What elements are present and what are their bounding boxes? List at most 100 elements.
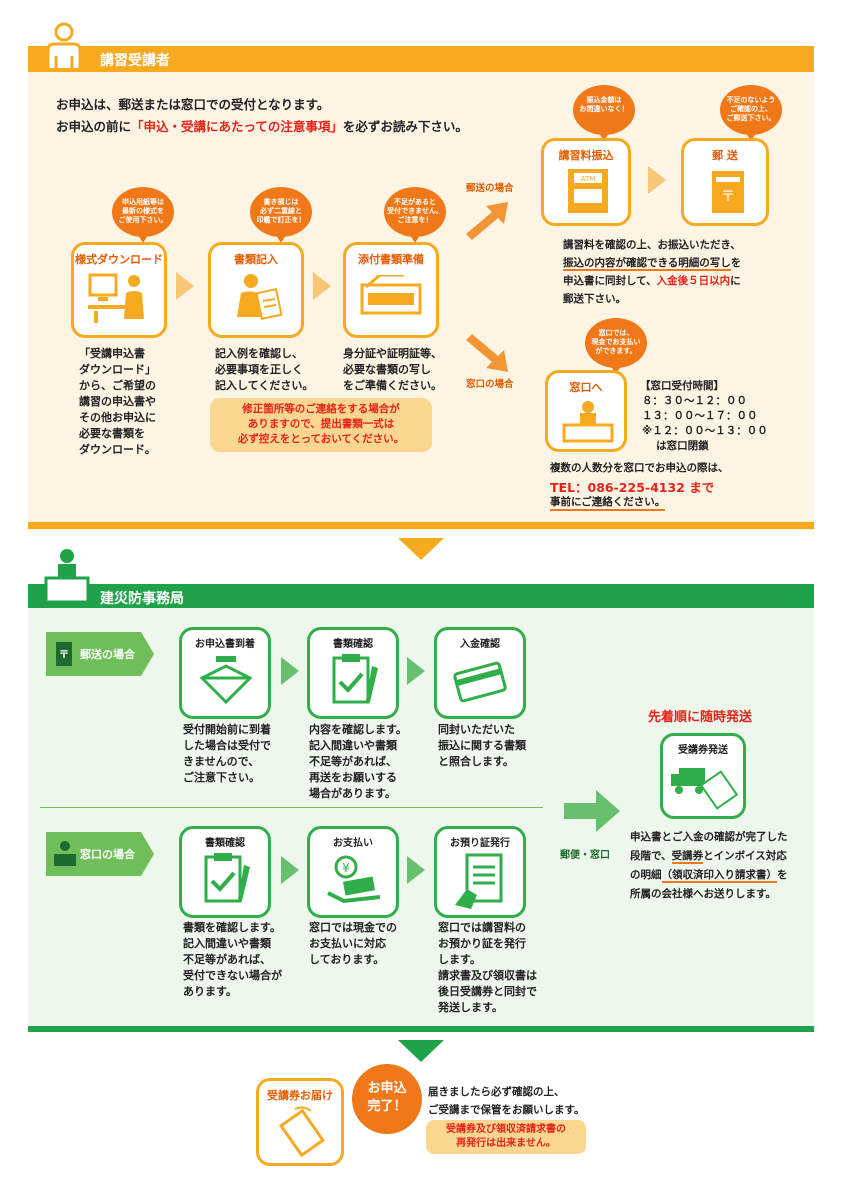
intro-line-1: お申込は、郵送または窓口での受付となります。: [56, 97, 330, 112]
intro-line-2: お申込の前に「申込・受講にあたっての注意事項」を必ずお読み下さい。: [56, 119, 468, 134]
arrival-box[interactable]: お申込書到着: [179, 627, 271, 719]
step-label: 郵 送: [712, 149, 738, 162]
final-text: 届きましたら必ず確認の上、 ご受講まで保管をお願いします。: [428, 1086, 585, 1116]
next-arrow: [281, 856, 299, 884]
phone-note: 事前にご連絡ください。: [550, 494, 666, 511]
section-divider: [28, 522, 814, 529]
fill-form-box[interactable]: 書類記入: [208, 242, 304, 338]
section-divider: [28, 1026, 814, 1032]
atm-icon: ATM: [568, 169, 608, 213]
section-header: [28, 584, 814, 608]
step-desc: 窓口では現金での お支払いに対応 しております。: [309, 921, 397, 966]
step-label: 窓口へ: [569, 381, 603, 394]
down-right-arrow-icon: [466, 334, 508, 372]
section-title: 講習受講者: [100, 53, 170, 69]
counter-icon: [54, 841, 76, 866]
checklist-icon: [204, 853, 250, 903]
doc-check-box[interactable]: 書類確認: [307, 627, 399, 719]
payment-check-box[interactable]: 入金確認: [434, 627, 526, 719]
step-label: 講習料振込: [558, 149, 614, 162]
doc-check-box[interactable]: 書類確認: [179, 826, 271, 918]
notice-link[interactable]: 「申込・受講にあたっての注意事項」: [131, 119, 343, 134]
ticket-delivered-box[interactable]: 受講券お届け: [256, 1078, 344, 1166]
notice-box: 修正箇所等のご連絡をする場合が ありますので、提出書類一式は 必ず控えをとってお…: [210, 398, 432, 452]
postbox-icon: 〒: [712, 171, 744, 213]
step-label: 書類記入: [234, 253, 278, 266]
step-label: 様式ダウンロード: [75, 253, 163, 266]
hours: ８：３０～１２：００ １３：００～１７：００ ※１２：００～１３：００ は窓口閉…: [642, 395, 768, 452]
tip-bubble: 申込用紙等は 最新の様式を ご使用下さい。: [112, 187, 174, 243]
next-arrow: [648, 166, 666, 194]
mail-tag: 〒 郵送の場合: [46, 632, 154, 676]
ticket-icon: [278, 1106, 326, 1158]
payment-box[interactable]: お支払い ¥: [307, 826, 399, 918]
step-label: 添付書類準備: [358, 253, 424, 266]
step-label: 受講券発送: [678, 745, 728, 756]
next-arrow: [313, 272, 331, 300]
step-desc: 「受講申込書 ダウンロード」 から、ご希望の 講習の申込書や その他お申込に 必…: [79, 347, 156, 456]
mail-box[interactable]: 郵 送 〒: [681, 138, 769, 226]
scanner-icon: [360, 275, 422, 315]
step-desc: 受付開始前に到着 した場合は受付で きませんので、 ご注意下さい。: [183, 723, 271, 784]
send-desc: 申込書とご入金の確認が完了した 段階で、受講券とインボイス対応 の明細（領収済印…: [630, 831, 788, 900]
step-desc: 同封いただいた 振込に関する書類 と照合します。: [438, 723, 526, 768]
window-tag: 窓口の場合: [46, 832, 154, 876]
send-title: 先着順に随時発送: [648, 710, 753, 725]
step-desc: 身分証や証明証等、 必要な書類の写し をご準備ください。: [343, 347, 442, 392]
tip-bubble: 不足があると 受付できません。 ご注意を！: [384, 187, 446, 243]
phone-number[interactable]: TEL：086-225-4132 まで: [550, 480, 715, 495]
writing-icon: [237, 274, 283, 320]
hours-title: 【窓口受付時間】: [640, 380, 724, 392]
svg-text:¥: ¥: [342, 861, 350, 875]
up-right-arrow-icon: [466, 202, 508, 240]
step-label: 入金確認: [460, 639, 500, 650]
next-arrow: [281, 657, 299, 685]
step-label: 受講券お届け: [267, 1089, 333, 1102]
right-arrow-icon: [564, 790, 620, 832]
step-label: お預り証発行: [450, 838, 510, 849]
step-desc: 窓口では講習料の お預かり証を発行 します。 請求書及び領収書は 後日受講券と同…: [438, 921, 537, 1014]
checklist-icon: [332, 654, 378, 704]
row-divider: [40, 807, 543, 808]
computer-user-icon: [88, 273, 144, 323]
step-label: 書類確認: [205, 838, 245, 849]
down-arrow-icon: [398, 538, 444, 560]
reissue-notice: 受講券及び領収済請求書の 再発行は出来ません。: [426, 1120, 586, 1154]
tip-bubble: 不足のないよう ご確認の上、 ご郵送下さい。: [720, 85, 782, 141]
envelope-icon: [199, 656, 253, 705]
step-label: お支払い: [333, 838, 373, 849]
svg-text:〒: 〒: [59, 649, 69, 661]
download-box[interactable]: 様式ダウンロード: [71, 242, 167, 338]
transfer-box[interactable]: 講習料振込 ATM: [541, 138, 631, 226]
tip-bubble: 書き損じは 必ず二重線と 印鑑で訂正を！: [250, 187, 312, 243]
receipt-box[interactable]: お預り証発行: [434, 826, 526, 918]
counter-box[interactable]: 窓口へ: [545, 370, 627, 452]
mail-route-label: 郵送の場合: [466, 183, 514, 194]
office-worker-icon: [44, 549, 90, 604]
step-desc: 記入例を確認し、 必要事項を正しく 記入してください。: [215, 347, 314, 392]
step-desc: 内容を確認します。 記入間違いや書類 不足等があれば、 再送をお願いする 場合が…: [309, 723, 407, 800]
window-route-label: 窓口の場合: [466, 379, 514, 390]
postbox-icon: 〒: [56, 642, 72, 666]
step-desc: 書類を確認します。 記入間違いや書類 不足等があれば、 受付できない場合が あり…: [183, 921, 282, 998]
cash-icon: ¥: [327, 855, 381, 904]
person-icon: [46, 22, 82, 68]
complete-badge: お申込 完了！: [352, 1064, 422, 1134]
receipt-icon: [455, 853, 503, 909]
ticket-send-box[interactable]: 受講券発送: [660, 733, 746, 819]
down-arrow-icon: [398, 1040, 444, 1062]
next-arrow: [176, 272, 194, 300]
section-title: 建災防事務局: [100, 591, 184, 607]
section-header: [28, 46, 814, 72]
step-label: 書類確認: [333, 639, 373, 650]
counter-icon: [562, 401, 614, 443]
next-arrow: [407, 657, 425, 685]
step-label: お申込書到着: [195, 639, 255, 650]
both-label: 郵便・窓口: [560, 850, 610, 861]
svg-text:ATM: ATM: [581, 175, 596, 183]
tip-bubble: 窓口では、 現金でお支払い ができます。: [585, 318, 647, 374]
next-arrow: [407, 856, 425, 884]
tip-bubble: 振込金額は お間違いなく！: [573, 85, 635, 141]
attachments-box[interactable]: 添付書類準備: [343, 242, 439, 338]
card-icon: [453, 661, 507, 703]
